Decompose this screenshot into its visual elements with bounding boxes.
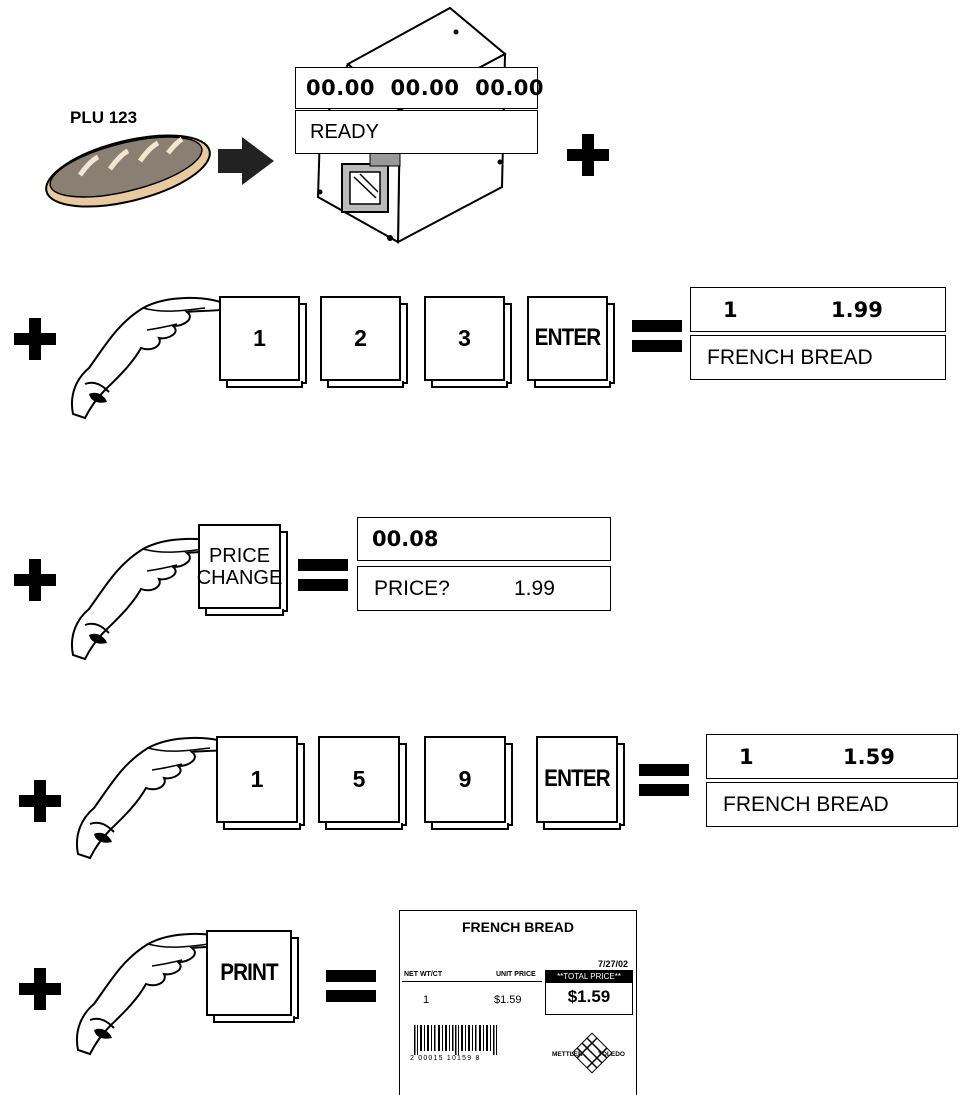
plus-symbol xyxy=(565,132,611,183)
display-top: 00.08 xyxy=(357,517,611,561)
printed-label: FRENCH BREAD 7/27/02 NET WT/CT UNIT PRIC… xyxy=(399,910,637,1095)
key-1[interactable]: 1 xyxy=(219,296,307,388)
key-5[interactable]: 5 xyxy=(318,736,407,830)
display-status-text: READY xyxy=(310,120,379,143)
price-change-line2: CHANGE xyxy=(196,566,283,589)
plu-label: PLU 123 xyxy=(70,108,138,127)
pointing-hand-icon xyxy=(71,297,233,420)
display-weight-readout: 00.00 00.00 00.00 xyxy=(306,76,545,100)
equals-symbol xyxy=(298,557,348,598)
equals-symbol xyxy=(326,968,376,1009)
plus-symbol xyxy=(12,316,58,367)
total-price-value: $1.59 xyxy=(567,987,611,1006)
equals-symbol xyxy=(639,762,689,803)
label-rule xyxy=(402,981,542,982)
unit-price-value: $1.59 xyxy=(494,994,522,1006)
svg-text:TOLEDO: TOLEDO xyxy=(598,1051,625,1058)
enter-key[interactable]: ENTER xyxy=(527,296,615,388)
key-9[interactable]: 9 xyxy=(424,736,513,830)
total-price-box: **TOTAL PRICE** $1.59 xyxy=(545,970,633,1015)
barcode-digits: 2 00015 10159 8 xyxy=(410,1055,481,1062)
net-wt-value: 1 xyxy=(423,994,430,1006)
display-bottom: FRENCH BREAD xyxy=(706,782,958,827)
scale-display-top: 00.00 00.00 00.00 xyxy=(295,67,544,109)
equals-symbol xyxy=(632,318,682,359)
plus-symbol xyxy=(12,557,58,608)
plus-symbol xyxy=(17,966,63,1017)
net-wt-header: NET WT/CT xyxy=(404,971,443,978)
scale-display-bottom: READY xyxy=(295,110,538,154)
display-top: 1 1.99 xyxy=(690,287,946,332)
pointing-hand-icon xyxy=(76,737,238,860)
arrow-right-icon xyxy=(218,137,274,185)
enter-key[interactable]: ENTER xyxy=(536,736,625,830)
display-top: 1 1.59 xyxy=(706,734,958,779)
unit-price-header: UNIT PRICE xyxy=(496,971,536,978)
key-1[interactable]: 1 xyxy=(216,736,305,830)
price-change-key[interactable]: PRICE CHANGE xyxy=(196,524,288,616)
barcode-image: 2 00015 10159 8 xyxy=(410,1025,497,1062)
key-3[interactable]: 3 xyxy=(424,296,512,388)
svg-text:METTLER: METTLER xyxy=(552,1051,583,1058)
label-title: FRENCH BREAD xyxy=(462,919,574,935)
display-bottom: PRICE? 1.99 xyxy=(357,566,611,611)
plus-symbol xyxy=(17,778,63,829)
display-bottom: FRENCH BREAD xyxy=(690,335,946,380)
print-key[interactable]: PRINT xyxy=(206,930,299,1023)
price-change-line1: PRICE xyxy=(208,544,271,567)
bread-loaf-image xyxy=(45,134,211,208)
label-date: 7/27/02 xyxy=(597,959,628,969)
key-2[interactable]: 2 xyxy=(320,296,408,388)
mettler-toledo-logo: METTLER TOLEDO xyxy=(552,1032,625,1074)
total-price-header: **TOTAL PRICE** xyxy=(546,971,632,983)
